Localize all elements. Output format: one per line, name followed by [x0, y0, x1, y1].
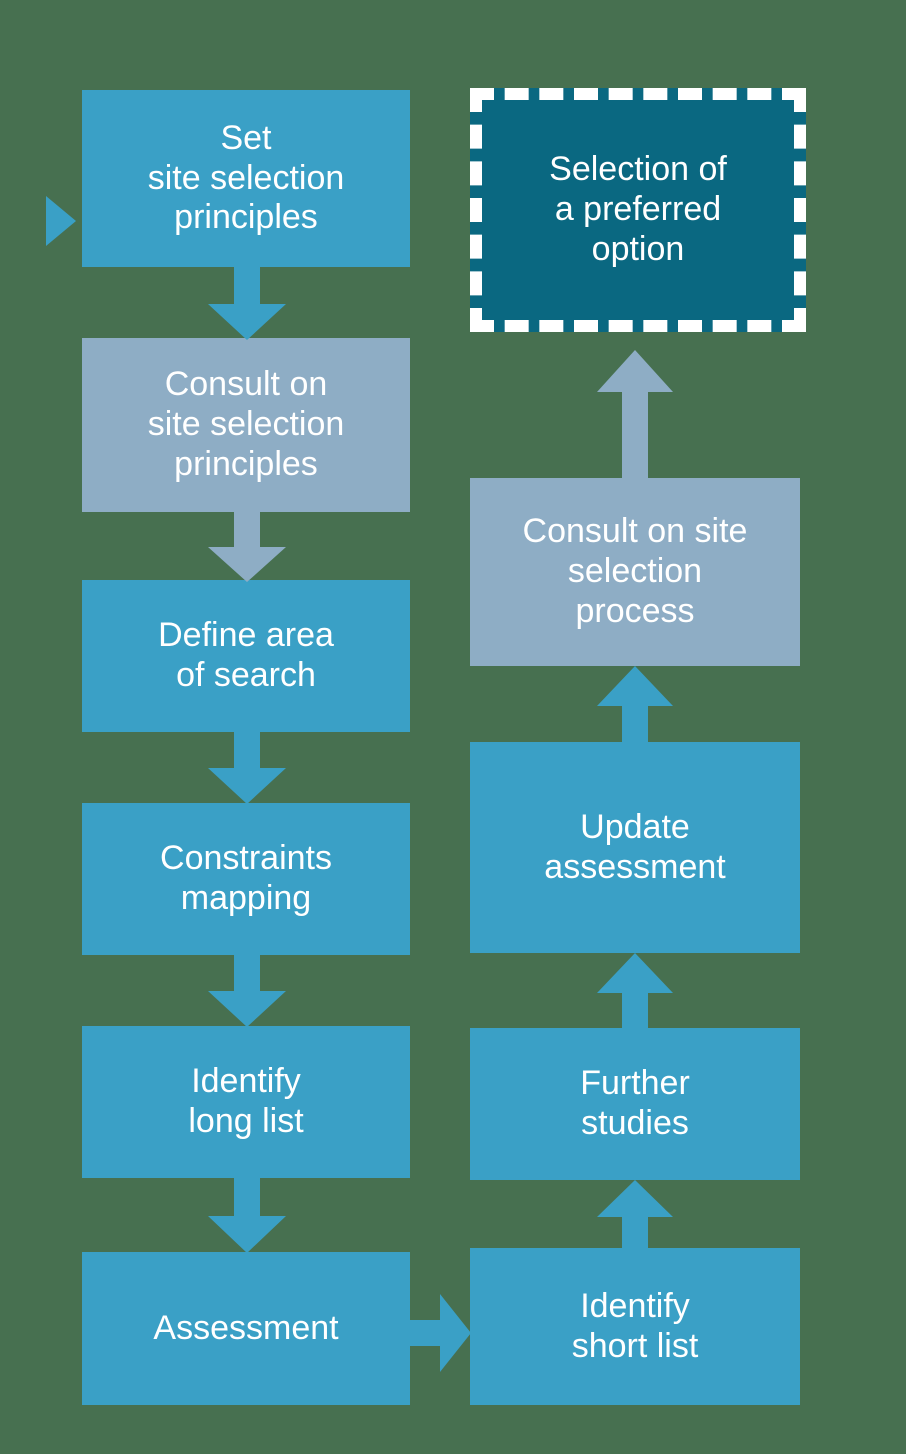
node-label: Identify short list — [571, 1286, 699, 1365]
arrow-short-list-to-further-studies — [597, 1180, 673, 1250]
arrow-update-assessment-to-consult-process — [597, 666, 673, 744]
arrow-consult-principles-to-define-area — [208, 512, 286, 582]
node-constraints-mapping[interactable]: Constraints mapping — [82, 803, 410, 955]
node-label: Set site selection principles — [147, 118, 345, 237]
arrow-long-list-to-assessment — [208, 1178, 286, 1253]
node-label: Identify long list — [188, 1062, 304, 1140]
node-label: Constraints mapping — [160, 839, 332, 917]
node-define-area-of-search[interactable]: Define area of search — [82, 580, 410, 732]
node-label: Update assessment — [544, 807, 726, 886]
node-assessment[interactable]: Assessment — [82, 1252, 410, 1405]
entry-triangle-icon — [46, 196, 76, 246]
node-label: Selection of a preferred option — [549, 150, 727, 268]
node-selection-of-a-preferred-option[interactable]: Selection of a preferred option — [470, 88, 806, 332]
node-label: Consult on site selection principles — [147, 365, 345, 483]
arrow-set-to-consult-principles — [208, 267, 286, 340]
node-identify-long-list[interactable]: Identify long list — [82, 1026, 410, 1178]
node-update-assessment[interactable]: Update assessment — [470, 742, 800, 953]
node-label: Consult on site selection process — [522, 512, 748, 630]
node-consult-on-site-selection-principles[interactable]: Consult on site selection principles — [82, 338, 410, 512]
arrow-consult-process-to-preferred-option — [597, 350, 673, 480]
arrow-further-studies-to-update-assessment — [597, 953, 673, 1030]
node-label: Define area of search — [158, 616, 334, 694]
node-label: Assessment — [153, 1308, 339, 1347]
node-identify-short-list[interactable]: Identify short list — [470, 1248, 800, 1405]
node-set-site-selection-principles[interactable]: Set site selection principles — [82, 90, 410, 267]
arrow-constraints-to-long-list — [208, 955, 286, 1027]
node-further-studies[interactable]: Further studies — [470, 1028, 800, 1180]
arrow-assessment-to-short-list — [409, 1294, 471, 1372]
arrow-define-area-to-constraints — [208, 732, 286, 804]
node-label: Further studies — [580, 1064, 690, 1142]
node-consult-on-site-selection-process[interactable]: Consult on site selection process — [470, 478, 800, 666]
